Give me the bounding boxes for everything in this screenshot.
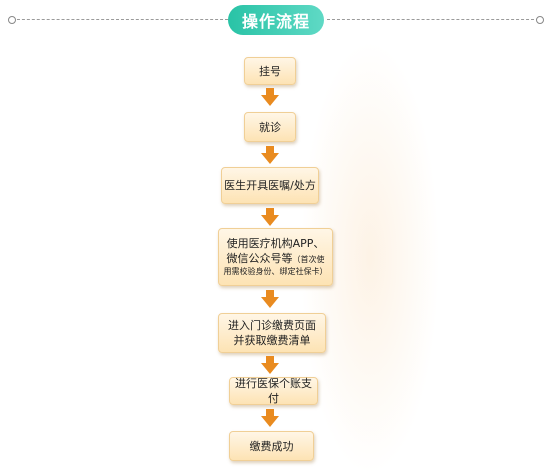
arrow-down-icon xyxy=(261,356,279,374)
step-note: （首次使 xyxy=(292,255,325,264)
arrow-down-icon xyxy=(261,88,279,106)
step-label: 医生开具医嘱/处方 xyxy=(224,179,316,192)
flow-step-payment-success: 缴费成功 xyxy=(229,431,314,461)
step-label: 挂号 xyxy=(259,64,281,78)
flow-step-use-app: 使用医疗机构APP、 微信公众号等（首次使 用需校验身份、绑定社保卡） xyxy=(218,228,333,286)
flow-step-medical-insurance-payment: 进行医保个账支付 xyxy=(229,377,318,405)
flow-step-payment-page: 进入门诊缴费页面 并获取缴费清单 xyxy=(218,313,326,353)
step-note: 用需校验身份、绑定社保卡） xyxy=(223,267,328,276)
header-divider-right xyxy=(327,19,539,20)
arrow-down-icon xyxy=(261,409,279,427)
step-label: 就诊 xyxy=(259,120,281,134)
step-label: 微信公众号等 xyxy=(226,252,293,265)
arrow-down-icon xyxy=(261,146,279,164)
step-label: 使用医疗机构APP、 xyxy=(226,237,325,250)
arrow-down-icon xyxy=(261,208,279,226)
arrow-down-icon xyxy=(261,290,279,308)
flow-step-register: 挂号 xyxy=(244,57,296,85)
header-divider-left xyxy=(12,19,228,20)
step-label: 进入门诊缴费页面 xyxy=(228,319,316,332)
divider-end-dot-right xyxy=(536,16,544,24)
flow-step-prescription: 医生开具医嘱/处方 xyxy=(221,167,319,204)
flow-step-consultation: 就诊 xyxy=(244,112,296,142)
divider-end-dot-left xyxy=(8,16,16,24)
page-title: 操作流程 xyxy=(228,5,324,35)
step-label: 缴费成功 xyxy=(249,439,294,453)
step-label: 进行医保个账支付 xyxy=(235,377,312,405)
step-label: 并获取缴费清单 xyxy=(233,334,311,347)
